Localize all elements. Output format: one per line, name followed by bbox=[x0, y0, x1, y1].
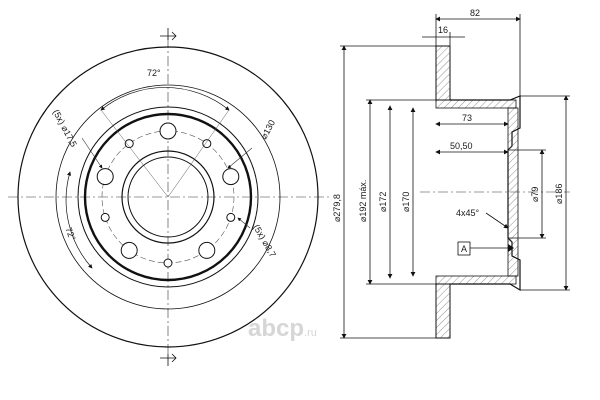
flange-lower bbox=[435, 283, 451, 339]
watermark-brand: abcp.ru bbox=[248, 315, 317, 342]
dim-192-label: ⌀192 máx. bbox=[358, 180, 368, 222]
bolt-hole bbox=[120, 241, 138, 259]
bolt-holes bbox=[96, 122, 240, 259]
dim-73-label: 73 bbox=[462, 113, 472, 123]
bolt-hole bbox=[198, 241, 216, 259]
dim-170-label: ⌀170 bbox=[401, 192, 411, 212]
dim-79-label: ⌀79 bbox=[530, 187, 540, 202]
watermark: abcp.ru bbox=[248, 315, 317, 342]
locating-hole bbox=[100, 212, 110, 222]
angle-label-left: 72° bbox=[63, 226, 77, 243]
hub-bore bbox=[127, 156, 209, 238]
pcd-leader bbox=[227, 147, 253, 169]
hole-label-large: (5x) ⌀17,5 bbox=[51, 108, 79, 149]
hat-wall-upper bbox=[435, 99, 517, 109]
dim-82-label: 82 bbox=[470, 8, 480, 18]
datum-label: A bbox=[461, 244, 467, 254]
hat-wall-lower bbox=[435, 275, 517, 285]
locating-hole bbox=[124, 139, 134, 149]
friction-ring-inner bbox=[55, 84, 281, 310]
dim-186-label: ⌀186 bbox=[554, 184, 564, 204]
locating-hole bbox=[226, 212, 236, 222]
hole-leader-large bbox=[81, 137, 103, 169]
hole-leader-small bbox=[237, 217, 251, 229]
disc-outer-edge bbox=[17, 46, 319, 348]
angle-label-top: 72° bbox=[147, 68, 161, 78]
locating-hole bbox=[202, 139, 212, 149]
angle-leader-top-left bbox=[100, 109, 169, 198]
dim-5050-label: 50,50 bbox=[450, 141, 473, 151]
bolt-hole bbox=[159, 122, 177, 140]
angle-arc-top bbox=[100, 87, 230, 111]
locating-hole bbox=[163, 258, 173, 268]
section-mark-bottom bbox=[160, 353, 177, 366]
datum-box bbox=[457, 241, 471, 256]
angle-leader-top-right bbox=[167, 109, 230, 198]
dim-2798-label: ⌀279,8 bbox=[332, 194, 342, 222]
bolt-hole bbox=[222, 168, 240, 186]
chamfer-leader bbox=[485, 212, 509, 229]
dim-16-label: 16 bbox=[438, 25, 448, 35]
section-view: 82 16 73 50,50 ⌀279,8 ⌀192 máx. ⌀172 ⌀17… bbox=[332, 8, 570, 339]
bolt-hole bbox=[96, 168, 114, 186]
section-mark-top bbox=[160, 28, 177, 41]
pcd-label: ⌀130 bbox=[259, 118, 277, 141]
locating-holes bbox=[100, 139, 236, 268]
dim-172-label: ⌀172 bbox=[378, 192, 388, 212]
hub-outer bbox=[121, 150, 215, 244]
chamfer-label: 4x45° bbox=[456, 208, 480, 218]
datum-triangle bbox=[508, 244, 514, 252]
flange-upper bbox=[435, 45, 451, 101]
angle-arc-left bbox=[65, 171, 93, 269]
